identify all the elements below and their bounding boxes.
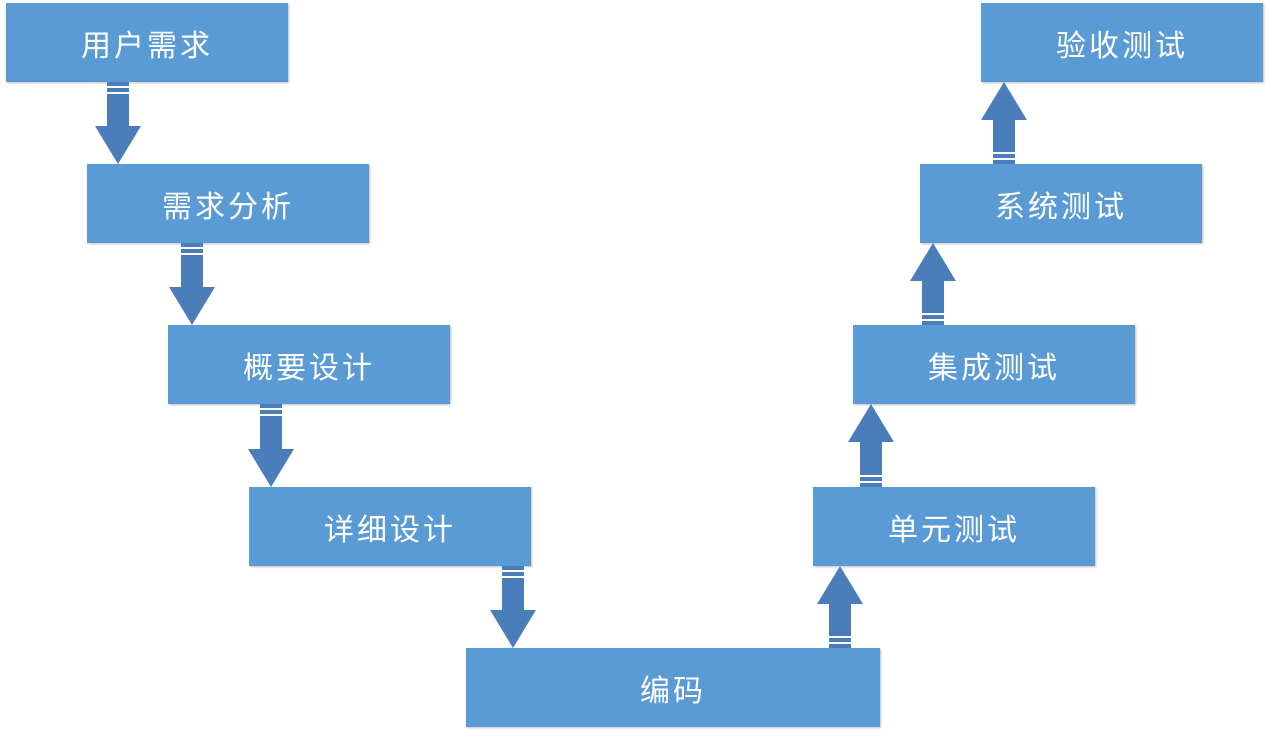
box-label: 需求分析: [162, 189, 294, 225]
arrow-up-icon: [981, 82, 1027, 164]
arrow-down-icon: [169, 243, 215, 325]
box-label: 验收测试: [1056, 28, 1188, 64]
arrow-up-icon: [848, 404, 894, 487]
box-label: 系统测试: [995, 189, 1127, 225]
box-label: 概要设计: [243, 350, 375, 386]
box-coding: 编码: [466, 648, 880, 727]
arrow-up-icon: [910, 243, 956, 325]
arrow-down-icon: [248, 404, 294, 487]
box-label: 用户需求: [81, 28, 213, 64]
box-label: 集成测试: [928, 350, 1060, 386]
box-detailed-design: 详细设计: [249, 487, 531, 566]
box-label: 单元测试: [888, 512, 1020, 548]
box-integration-testing: 集成测试: [853, 325, 1135, 404]
box-acceptance-testing: 验收测试: [981, 3, 1263, 82]
box-unit-testing: 单元测试: [813, 487, 1095, 566]
box-label: 详细设计: [324, 512, 456, 548]
box-requirements-analysis: 需求分析: [87, 164, 369, 243]
box-high-level-design: 概要设计: [168, 325, 450, 404]
box-system-testing: 系统测试: [920, 164, 1202, 243]
arrow-down-icon: [490, 566, 536, 648]
arrow-down-icon: [95, 82, 141, 164]
arrow-up-icon: [817, 566, 863, 648]
box-user-requirements: 用户需求: [6, 3, 288, 82]
box-label: 编码: [640, 673, 706, 709]
